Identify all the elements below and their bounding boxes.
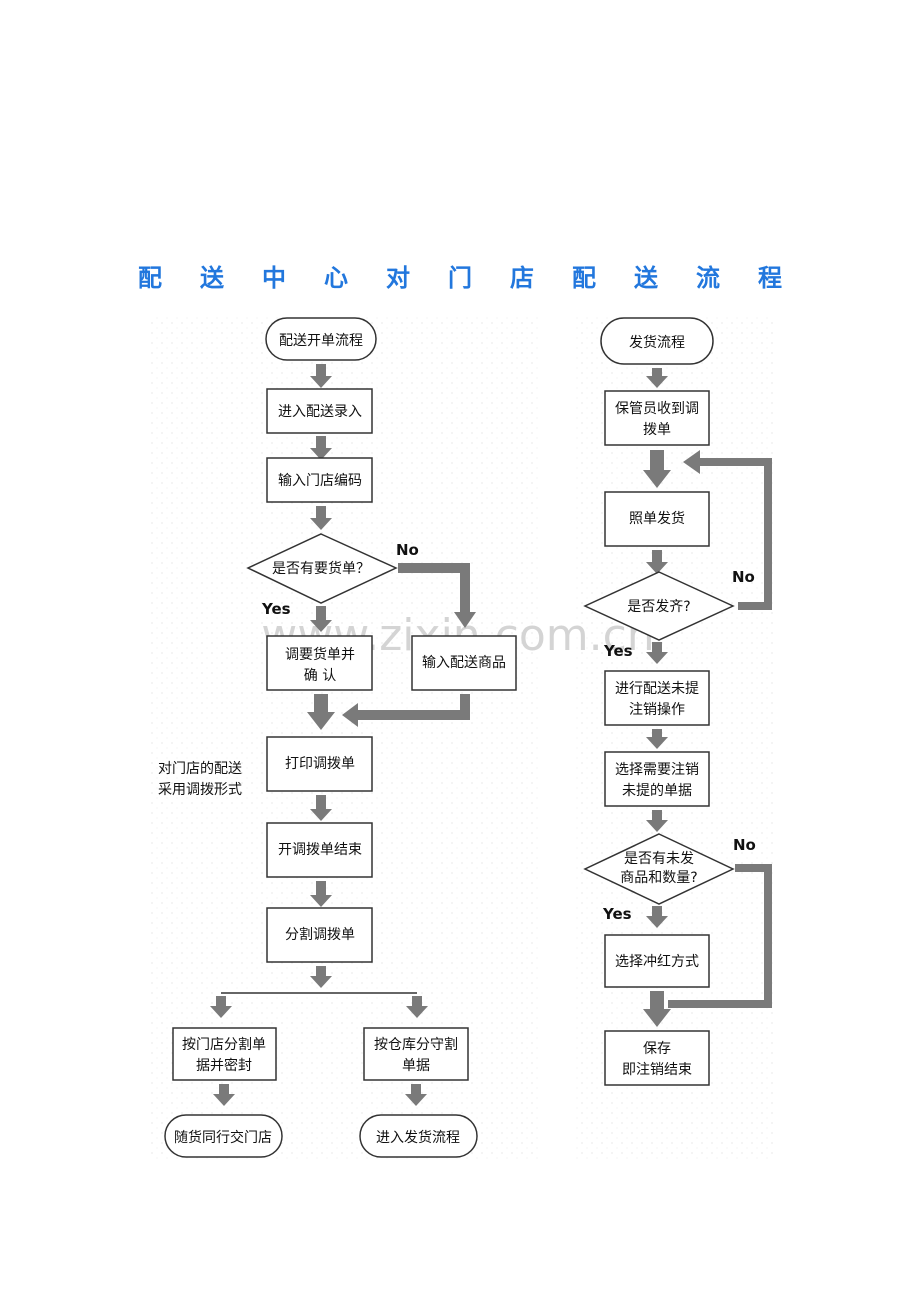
right-background [575, 316, 775, 1162]
arrow-down [310, 966, 332, 988]
step-print-transfer [266, 736, 373, 792]
step-split-by-warehouse-line2: 单据 [402, 1058, 430, 1074]
step-ship-by-order-label: 照单发货 [629, 510, 685, 527]
end-hand-to-store [164, 1114, 283, 1158]
decision-all-shipped-label: 是否发齐? [627, 599, 690, 615]
step-receive-transfer-line1: 保管员收到调 [615, 401, 699, 417]
step-save-cancel [604, 1030, 710, 1086]
left-start-label: 配送开单流程 [279, 333, 363, 349]
no-label: No [396, 541, 419, 559]
no-label: No [732, 568, 755, 586]
step-receive-transfer-line2: 拨单 [643, 422, 671, 438]
arrow-down [643, 991, 671, 1027]
arrow-loop-back [683, 450, 772, 610]
arrow-down [646, 368, 668, 388]
title-char: 流 [696, 264, 720, 292]
title-char: 送 [634, 264, 658, 292]
step-confirm-order-line1: 调要货单并 [285, 646, 355, 663]
step-cancel-undelivered-line2: 注销操作 [629, 702, 685, 718]
title-char: 对 [386, 264, 410, 292]
title-char: 门 [448, 264, 472, 292]
decision-has-unshipped [583, 833, 735, 905]
step-enter-store-code-label: 输入门店编码 [278, 473, 362, 489]
title-char: 程 [758, 264, 782, 292]
end-hand-to-store-label: 随货同行交门店 [174, 1129, 272, 1146]
page-title: 配 送 中 心 对 门 店 配 送 流 程 [0, 258, 920, 298]
step-split-by-store-line2: 据并密封 [196, 1057, 252, 1074]
step-select-red-method-label: 选择冲红方式 [615, 954, 699, 970]
title-char: 配 [138, 264, 162, 292]
step-finish-transfer-label: 开调拨单结束 [278, 842, 362, 858]
step-select-red-method [604, 934, 710, 988]
step-enter-delivery [266, 388, 373, 434]
arrow-merge [342, 694, 470, 727]
decision-all-shipped [583, 571, 735, 641]
arrow-down [646, 810, 668, 832]
step-select-documents-line2: 未提的单据 [622, 783, 692, 799]
title-char: 送 [200, 264, 224, 292]
title-char: 中 [262, 264, 286, 292]
step-input-goods [411, 635, 517, 691]
arrow-down [213, 1084, 235, 1106]
yes-label: Yes [602, 905, 632, 923]
arrow-down [406, 996, 428, 1018]
arrow-down [310, 364, 332, 388]
right-start-label: 发货流程 [629, 334, 685, 351]
step-confirm-order-line2: 确 认 [304, 668, 336, 684]
yes-label: Yes [603, 642, 633, 660]
title-char: 配 [572, 264, 596, 292]
step-split-transfer-label: 分割调拨单 [285, 926, 355, 943]
step-select-documents-line1: 选择需要注销 [615, 762, 699, 778]
decision-has-order-label: 是否有要货单？ [272, 560, 370, 577]
arrow-down [307, 694, 335, 730]
arrow-down [646, 642, 668, 664]
yes-label: Yes [261, 600, 291, 618]
step-save-cancel-line1: 保存 [643, 1041, 671, 1057]
arrow-down [405, 1084, 427, 1106]
step-receive-transfer [604, 390, 710, 446]
right-start-terminal [600, 317, 714, 365]
end-enter-shipping [359, 1114, 478, 1158]
arrow-down [210, 996, 232, 1018]
end-enter-shipping-label: 进入发货流程 [376, 1129, 460, 1146]
arrow-down [310, 795, 332, 821]
side-note-line2: 采用调拨形式 [158, 782, 242, 798]
step-cancel-undelivered [604, 670, 710, 726]
step-input-goods-label: 输入配送商品 [422, 655, 506, 671]
step-select-documents [604, 751, 710, 807]
step-confirm-order [266, 635, 373, 691]
no-label: No [733, 836, 756, 854]
step-split-by-store [172, 1027, 277, 1081]
arrow-down [646, 906, 668, 928]
arrow-down [310, 506, 332, 530]
arrow-down [310, 606, 332, 632]
step-split-by-warehouse-line1: 按仓库分守割 [374, 1036, 458, 1053]
arrow-down [643, 450, 671, 488]
title-char: 店 [510, 264, 534, 292]
arrow-down [310, 881, 332, 907]
arrow-no-branch [398, 563, 476, 628]
arrow-down [310, 436, 332, 460]
step-split-by-warehouse [363, 1027, 469, 1081]
step-enter-store-code [266, 457, 373, 503]
left-flow: 配送开单流程 进入配送录入 输入门店编码 是否有要货单？ No Yes 调要货单… [158, 317, 517, 1158]
step-ship-by-order [604, 491, 710, 547]
decision-has-order [246, 533, 398, 604]
step-finish-transfer [266, 822, 373, 878]
right-flow: 发货流程 保管员收到调 拨单 照单发货 是否发齐? No Yes 进行配送未提 … [583, 317, 772, 1086]
step-cancel-undelivered-line1: 进行配送未提 [615, 681, 699, 697]
step-split-by-store-line1: 按门店分割单 [182, 1036, 266, 1053]
decision-has-unshipped-line2: 商品和数量? [620, 870, 697, 886]
left-start-terminal [265, 317, 377, 361]
arrow-down [646, 550, 668, 574]
step-save-cancel-line2: 即注销结束 [622, 1062, 692, 1078]
title-char: 心 [324, 264, 348, 292]
decision-has-unshipped-line1: 是否有未发 [624, 851, 694, 867]
step-enter-delivery-label: 进入配送录入 [278, 404, 362, 420]
step-print-transfer-label: 打印调拨单 [285, 755, 355, 772]
arrow-down [646, 729, 668, 749]
side-note-line1: 对门店的配送 [158, 761, 242, 777]
step-split-transfer [266, 907, 373, 963]
